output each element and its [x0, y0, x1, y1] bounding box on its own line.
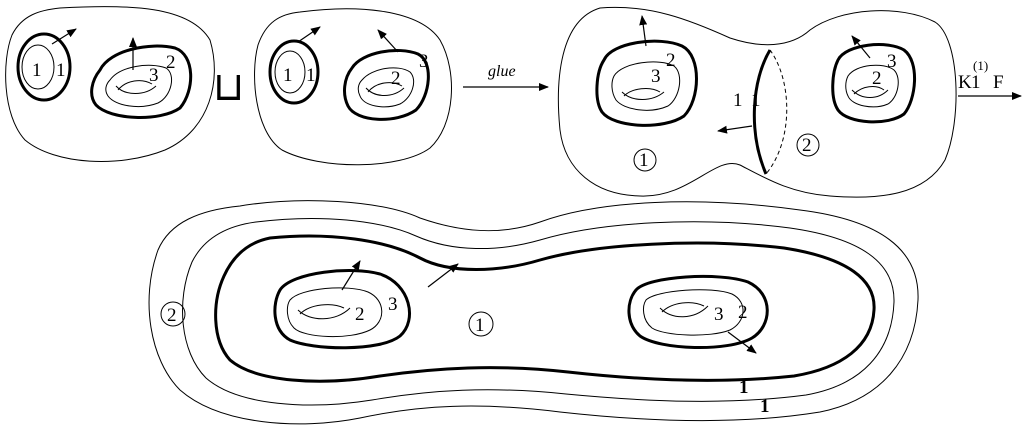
- result-surface: 2 3 1 2 3 2 1 1: [148, 200, 919, 425]
- result-left-hole-bottom: [297, 307, 351, 320]
- surface-a-outline: [5, 6, 215, 162]
- surface-a-disk-arrow: [51, 28, 77, 45]
- surface-a: 1 1 3 2: [5, 6, 215, 162]
- result-inner-boundary: [214, 234, 876, 383]
- glued-left-label-3: 3: [651, 66, 661, 87]
- result-outer-boundary: [148, 200, 919, 425]
- glued-right-hole-top: [853, 86, 885, 95]
- surface-a-hole-top: [117, 80, 153, 91]
- surface-a-label-3: 3: [149, 65, 159, 86]
- result-region-1-circle: [468, 311, 494, 337]
- glued-right-label-2: 2: [872, 68, 882, 89]
- glued-left-hole-top: [623, 88, 661, 97]
- surface-b-boundary-circle: [268, 39, 320, 105]
- glued-right-handle-outer: [831, 43, 917, 124]
- region-1-label: 1: [639, 150, 649, 171]
- result-right-hole-bottom: [659, 305, 709, 318]
- surface-b-handle-inner: [357, 67, 415, 108]
- map-operator: K: [958, 72, 972, 93]
- result-right-label-3: 3: [714, 304, 724, 325]
- surface-b-label-3: 3: [419, 51, 429, 72]
- gluing-curve-solid: [752, 49, 772, 175]
- map-target: F: [993, 72, 1004, 93]
- result-middle-arrow: [427, 263, 459, 288]
- result-left-handle-outer: [273, 269, 411, 350]
- surface-a-boundary-circle: [16, 32, 72, 102]
- surface-b-disk-arrow: [297, 26, 321, 43]
- glued-right-handle-inner: [845, 64, 899, 108]
- result-left-handle-inner: [286, 287, 383, 337]
- result-region-2-circle: [160, 301, 186, 327]
- surface-a-disk: [21, 44, 55, 90]
- glued-surface-outline: [557, 6, 957, 198]
- map-superscript: (1): [973, 58, 988, 73]
- region-1-circle: [633, 148, 657, 172]
- surface-a-label-2: 2: [166, 52, 176, 73]
- surface-b-hole-bottom: [365, 87, 405, 96]
- glued-left-handle-inner: [611, 61, 681, 111]
- glued-left-label-2: 2: [666, 50, 676, 71]
- glued-label-1-right: 1: [751, 90, 761, 111]
- surface-a-handle-inner: [105, 64, 173, 107]
- glued-left-handle-arrow: [639, 15, 648, 47]
- result-label-1-outer: 1: [760, 396, 770, 417]
- surface-a-handle-outer: [90, 44, 193, 119]
- result-region-2-label: 2: [167, 305, 177, 326]
- result-left-label-3: 3: [388, 294, 398, 315]
- surface-a-hole-bottom: [115, 85, 157, 94]
- surface-b-disk: [274, 50, 306, 94]
- surface-b-label-1-inner: 1: [283, 65, 293, 86]
- result-left-label-2: 2: [355, 304, 365, 325]
- glued-label-1-left: 1: [733, 90, 743, 111]
- result-label-1-middle: 1: [739, 377, 749, 398]
- result-region-1-label: 1: [475, 315, 485, 336]
- glue-arrow: glue: [463, 63, 549, 91]
- result-left-handle-arrow: [341, 260, 361, 291]
- glued-right-hole-bottom: [851, 89, 889, 98]
- gluing-curve-hidden: [765, 49, 788, 175]
- result-right-label-2: 2: [738, 302, 748, 323]
- gluing-curve-arrow: [717, 125, 753, 134]
- result-right-handle-inner: [643, 289, 744, 336]
- map-subscript: 1: [971, 72, 981, 93]
- glue-label: glue: [488, 63, 516, 80]
- result-right-handle-outer: [627, 274, 769, 350]
- glued-right-handle-arrow: [851, 35, 871, 59]
- surface-b-hole-top: [367, 82, 403, 93]
- surface-b-label-1-outer: 1: [306, 65, 316, 86]
- result-middle-boundary: [182, 217, 895, 406]
- region-2-circle: [796, 133, 820, 157]
- glued-left-handle-outer: [595, 39, 698, 127]
- surface-b: 1 1 2 3: [254, 8, 452, 166]
- result-left-hole-top: [299, 304, 345, 315]
- result-right-hole-top: [661, 302, 705, 313]
- glued-left-hole-bottom: [621, 91, 665, 100]
- surface-b-outline: [254, 8, 452, 166]
- surface-b-handle-arrow: [377, 29, 399, 53]
- map-arrow: K 1 (1) F: [958, 58, 1022, 100]
- surface-a-label-1-outer: 1: [56, 60, 66, 81]
- surface-b-handle-outer: [343, 49, 430, 121]
- surface-b-label-2: 2: [391, 68, 401, 89]
- surface-a-label-1-inner: 1: [32, 60, 42, 81]
- glued-right-label-3: 3: [887, 51, 897, 72]
- disjoint-union-symbol: ⊔: [213, 64, 244, 110]
- glued-surface: 1 1 2 3 1 3 2 2: [557, 6, 957, 198]
- region-2-label: 2: [802, 135, 812, 156]
- result-right-handle-arrow: [727, 331, 757, 354]
